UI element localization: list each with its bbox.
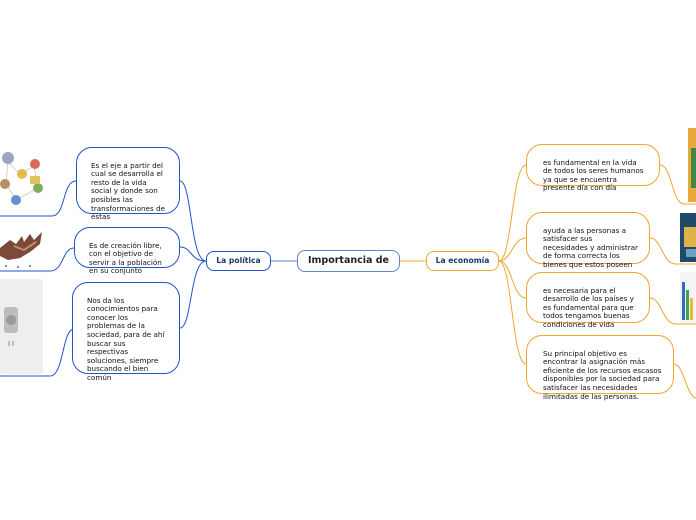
people-network-image [0, 144, 46, 214]
bar-chart-image [680, 272, 696, 323]
politica-subtopic-1-text: Es el eje a partir del cual se desarroll… [91, 162, 169, 222]
placeholder-image [0, 279, 43, 374]
economia-subtopic-1-text: es fundamental en la vida de todos los s… [543, 159, 649, 193]
central-topic-label: Importancia de [308, 257, 389, 266]
topic-la-politica-label: La política [216, 257, 260, 266]
economia-subtopic-2-text: ayuda a las personas a satisfacer sus ne… [543, 227, 639, 270]
politica-subtopic-1[interactable]: Es el eje a partir del cual se desarroll… [76, 147, 180, 214]
politica-subtopic-3-text: Nos da los conocimientos para conocer lo… [87, 297, 169, 383]
topic-la-politica[interactable]: La política [206, 251, 271, 271]
economia-subtopic-2[interactable]: ayuda a las personas a satisfacer sus ne… [526, 212, 650, 264]
topic-la-economia[interactable]: La economía [426, 251, 499, 271]
economia-subtopic-4-text: Su principal objetivo es encontrar la as… [543, 350, 663, 402]
hands-image [0, 222, 44, 270]
economia-subtopic-3-text: es necesaria para el desarrollo de los p… [543, 287, 639, 330]
politica-subtopic-2-text: Es de creación libre, con el objetivo de… [89, 242, 169, 276]
central-topic[interactable]: Importancia de [297, 250, 400, 272]
economia-subtopic-1[interactable]: es fundamental en la vida de todos los s… [526, 144, 660, 186]
politica-subtopic-2[interactable]: Es de creación libre, con el objetivo de… [74, 227, 180, 268]
economia-subtopic-3[interactable]: es necesaria para el desarrollo de los p… [526, 272, 650, 323]
politica-subtopic-3[interactable]: Nos da los conocimientos para conocer lo… [72, 282, 180, 374]
building-image [680, 213, 696, 262]
economy-image-1 [688, 128, 696, 202]
economia-subtopic-4[interactable]: Su principal objetivo es encontrar la as… [526, 335, 674, 394]
topic-la-economia-label: La economía [436, 257, 490, 266]
